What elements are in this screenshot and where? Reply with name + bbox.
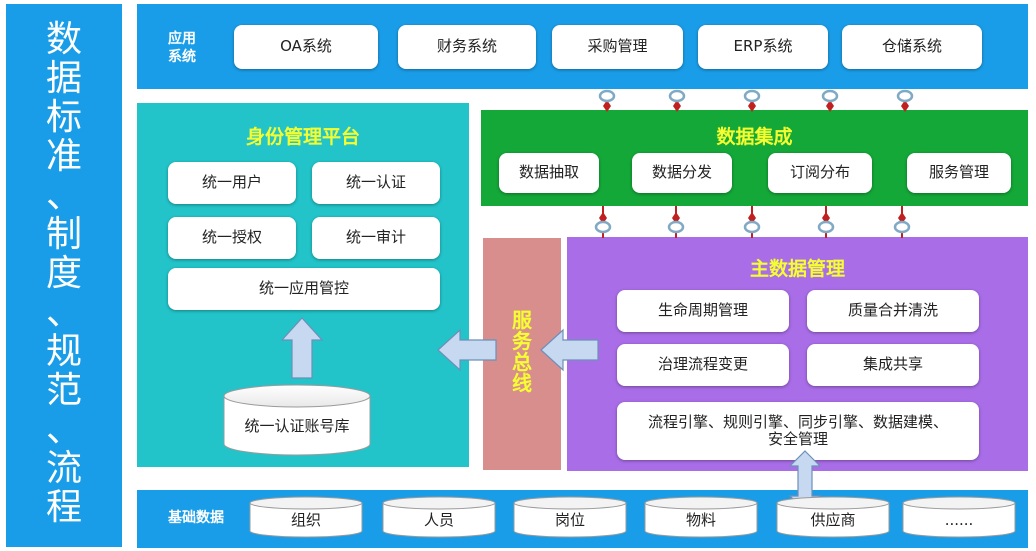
base-data-item: 人员 <box>424 511 454 529</box>
left-banner-char: 、 <box>45 292 82 333</box>
base-data-cylinder-top <box>513 496 627 510</box>
connector-icon <box>743 89 761 112</box>
base-data-cylinder-top <box>644 496 758 510</box>
left-banner-char: 制 <box>45 214 82 255</box>
left-banner-char: 程 <box>45 487 82 528</box>
left-banner-char: 数 <box>45 19 82 60</box>
arrow-left-icon <box>540 328 599 372</box>
account-database-label: 统一认证账号库 <box>244 417 349 435</box>
integration-service-management: 服务管理 <box>907 153 1011 193</box>
service-bus-char: 总 <box>512 350 532 374</box>
base-data-cylinder <box>249 503 363 538</box>
connector-icon <box>893 206 911 238</box>
app-oa-system: OA系统 <box>234 25 378 69</box>
integration-subscribe: 订阅分布 <box>768 153 872 193</box>
base-data-item: 岗位 <box>555 511 585 529</box>
connector-icon <box>667 206 685 238</box>
apps-label-line: 应用 <box>168 31 196 47</box>
base-data-cylinder <box>902 503 1016 538</box>
master-governance-workflow: 治理流程变更 <box>617 344 789 386</box>
left-banner-char: 标 <box>45 97 82 138</box>
app-warehouse-system: 仓储系统 <box>842 25 982 69</box>
service-bus-char: 线 <box>512 371 532 395</box>
apps-label: 应用 系统 <box>168 30 196 66</box>
left-banner-char: 准 <box>45 136 82 177</box>
base-data-cylinder <box>382 503 496 538</box>
app-erp-system: ERP系统 <box>698 25 828 69</box>
left-banner-text: 数 据 标 准 、 制 度 、 规 范 、 流 程 <box>6 20 122 527</box>
identity-unified-audit: 统一审计 <box>312 217 440 259</box>
left-banner-char: 、 <box>45 175 82 216</box>
base-data-cylinder <box>644 503 758 538</box>
master-engines-line: 流程引擎、规则引擎、同步引擎、数据建模、 <box>647 412 948 431</box>
service-bus-char: 务 <box>512 329 532 353</box>
master-data-title: 主数据管理 <box>749 258 845 280</box>
base-data-cylinder <box>776 503 890 538</box>
base-data-item: 供应商 <box>810 511 855 529</box>
apps-label-line: 系统 <box>168 49 196 65</box>
left-banner-char: 范 <box>45 370 82 411</box>
master-lifecycle: 生命周期管理 <box>617 290 789 332</box>
identity-app-control: 统一应用管控 <box>168 268 440 310</box>
connector-icon <box>896 89 914 112</box>
left-banner: 数 据 标 准 、 制 度 、 规 范 、 流 程 <box>6 4 122 547</box>
identity-unified-authorization: 统一授权 <box>168 217 296 259</box>
left-banner-char: 据 <box>45 58 82 99</box>
connector-icon <box>821 89 839 112</box>
identity-unified-user: 统一用户 <box>168 162 296 204</box>
data-integration-title: 数据集成 <box>716 126 793 148</box>
base-data-item: ...... <box>945 511 974 529</box>
account-database-icon <box>223 384 371 456</box>
connector-icon <box>594 206 612 238</box>
master-quality-cleansing: 质量合并清洗 <box>807 290 979 332</box>
arrow-up-icon <box>280 317 324 379</box>
app-procurement: 采购管理 <box>552 25 683 69</box>
base-data-cylinder-top <box>902 496 1016 510</box>
master-engines-box: 流程引擎、规则引擎、同步引擎、数据建模、 安全管理 <box>617 402 979 460</box>
base-data-cylinder-top <box>249 496 363 510</box>
identity-unified-auth: 统一认证 <box>312 162 440 204</box>
base-data-cylinder <box>513 503 627 538</box>
base-data-cylinders: 组织 人员 岗位 物料 供应商...... <box>249 496 1016 538</box>
left-banner-char: 、 <box>45 409 82 450</box>
base-data-cylinder-top <box>382 496 496 510</box>
master-engines-line: 安全管理 <box>767 430 828 448</box>
base-data-label: 基础数据 <box>168 510 224 526</box>
connector-icon <box>668 89 686 112</box>
connector-group <box>594 89 914 238</box>
service-bus-label: 服 务 总 线 <box>483 310 561 394</box>
connector-icon <box>598 89 616 112</box>
base-data-item: 物料 <box>686 511 716 529</box>
left-banner-char: 流 <box>45 448 82 489</box>
master-integration-sharing: 集成共享 <box>807 344 979 386</box>
integration-extract: 数据抽取 <box>499 153 599 193</box>
service-bus-char: 服 <box>512 308 532 332</box>
arrow-left-icon <box>437 328 497 372</box>
identity-platform-title: 身份管理平台 <box>245 126 360 148</box>
connector-icon <box>817 206 835 238</box>
integration-distribute: 数据分发 <box>632 153 732 193</box>
left-banner-char: 度 <box>45 253 82 294</box>
base-data-cylinder-top <box>776 496 890 510</box>
connector-icon <box>743 206 761 238</box>
left-banner-char: 规 <box>45 331 82 372</box>
app-finance-system: 财务系统 <box>398 25 536 69</box>
base-data-item: 组织 <box>291 511 321 529</box>
